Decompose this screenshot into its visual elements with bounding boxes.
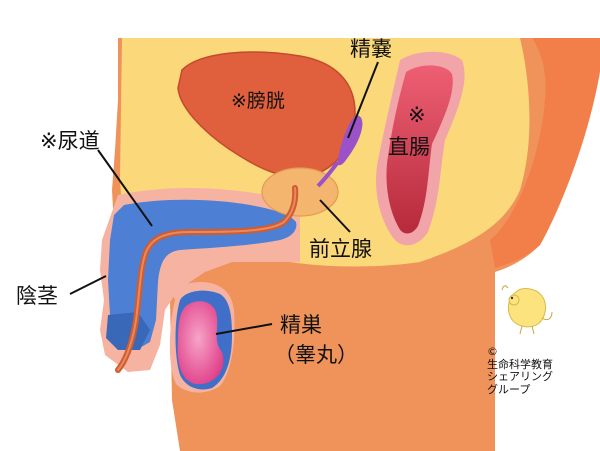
credit-line-2: シェアリング (487, 370, 553, 384)
glans (106, 312, 150, 350)
label-rectum-mark: ※ (408, 103, 426, 127)
leader-prostate (319, 199, 351, 233)
vas-deferens (316, 160, 340, 188)
leader-seminal (347, 61, 379, 139)
leader-penis (69, 275, 107, 295)
mascot-figure (501, 285, 553, 335)
credit-line-1: 生命科学教育 (487, 357, 553, 371)
label-prostate: 前立腺 (309, 237, 372, 261)
credit-block: © 生命科学教育 シェアリング グループ (487, 345, 553, 397)
prostate (261, 167, 339, 217)
testis (177, 301, 224, 385)
label-testis-alt: （睾丸） (274, 343, 358, 367)
label-testis: 精巣 (280, 313, 322, 337)
urethra-highlight (117, 187, 297, 371)
copyright-symbol: © (487, 345, 498, 358)
seminal-vesicle (337, 115, 363, 166)
leader-urethra (97, 149, 153, 227)
credit-line-3: グループ (487, 382, 531, 396)
label-seminal-vesicle: 精嚢 (350, 37, 392, 61)
label-urethra: ※尿道 (40, 129, 100, 153)
label-penis: 陰茎 (16, 284, 58, 308)
label-bladder: ※膀胱 (231, 90, 285, 112)
back-tissue (490, 38, 600, 268)
leader-testis (215, 323, 273, 335)
label-rectum: 直腸 (388, 135, 430, 159)
rectum-inner (386, 65, 453, 234)
